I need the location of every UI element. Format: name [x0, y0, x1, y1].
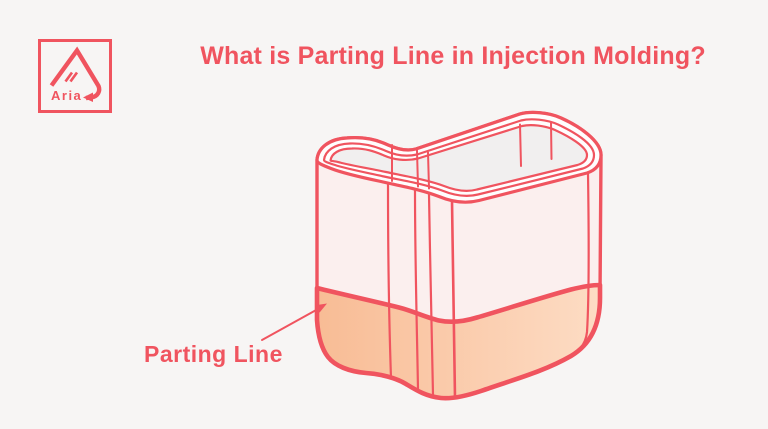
opening-inner-edges	[391, 121, 553, 190]
part-rim-inner	[329, 124, 589, 192]
part-contour-lines	[386, 172, 590, 400]
parting-line-label: Parting Line	[144, 341, 283, 367]
brand-logo: Aria	[38, 39, 112, 113]
logo-brand-text: Aria	[51, 88, 82, 103]
logo-mark-icon: Aria	[49, 46, 102, 103]
logo-slashes	[64, 71, 79, 83]
part-rim-middle	[322, 118, 596, 197]
leader-arrow-icon	[315, 303, 327, 313]
page-title: What is Parting Line in Injection Moldin…	[200, 42, 706, 70]
leader-line	[261, 308, 319, 341]
logo-arrow-icon	[83, 92, 93, 102]
